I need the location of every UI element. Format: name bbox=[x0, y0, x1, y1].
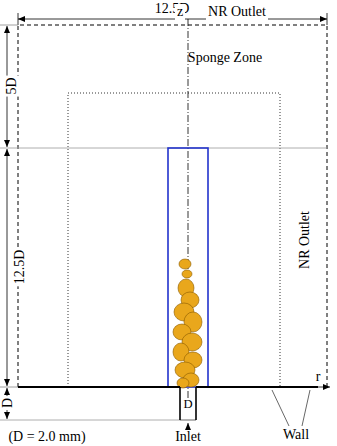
boundary-label: NR Outlet bbox=[206, 4, 268, 20]
region-label: Sponge Zone bbox=[186, 50, 264, 66]
axis-label: z bbox=[175, 4, 185, 20]
wall-label: Wall bbox=[281, 427, 311, 443]
dimension-label: 5D bbox=[4, 75, 20, 96]
dimension-label: D bbox=[0, 396, 16, 410]
boundary-label: NR Outlet bbox=[297, 209, 313, 271]
inlet-label: Inlet bbox=[173, 429, 203, 445]
dimension-label: 12.5D bbox=[153, 1, 192, 17]
scale-note: (D = 2.0 mm) bbox=[6, 429, 87, 445]
dimension-label: D bbox=[183, 398, 192, 411]
dimension-label: 12.5D bbox=[12, 248, 28, 287]
axis-label: r bbox=[314, 369, 323, 385]
